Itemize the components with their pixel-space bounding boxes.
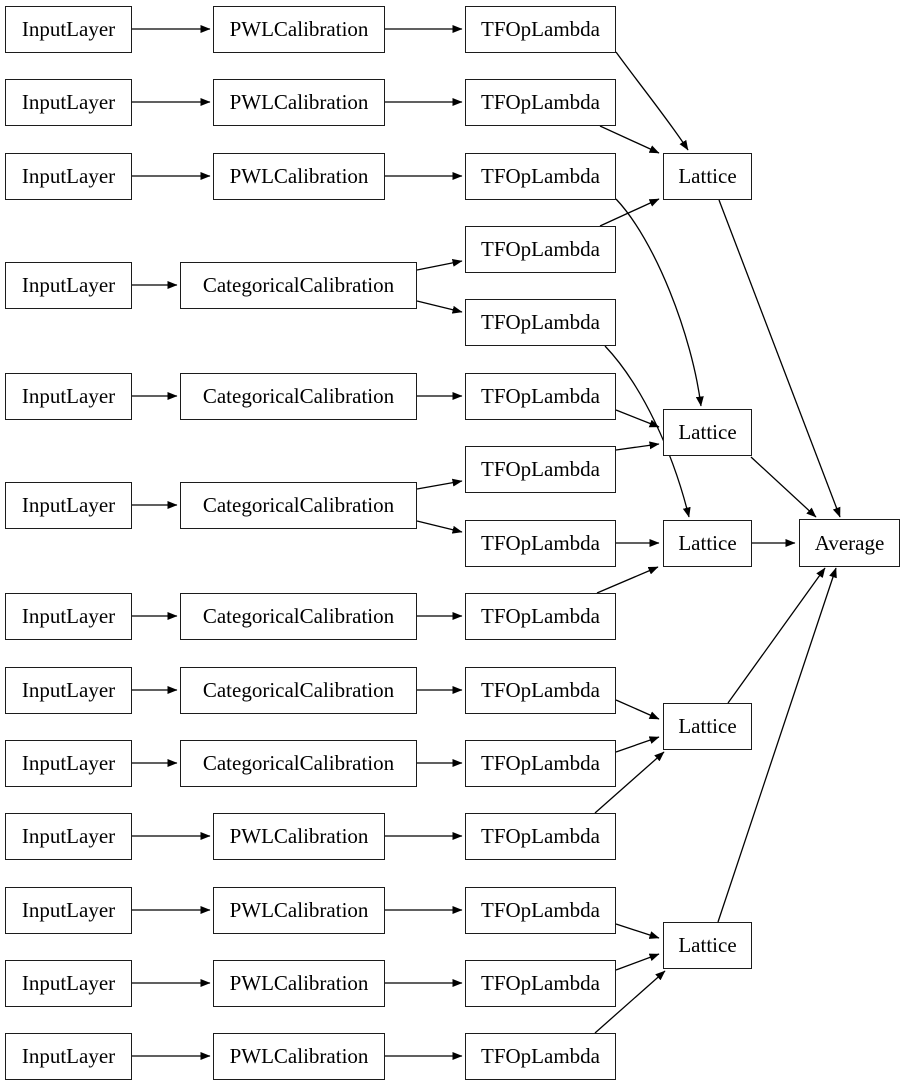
node-pwl2: PWLCalibration — [213, 79, 385, 126]
edge-tfl6-lat2 — [615, 409, 660, 428]
edge-cat4-tfl4 — [416, 258, 463, 271]
node-pwl1: PWLCalibration — [213, 6, 385, 53]
node-tfl2: TFOpLambda — [465, 79, 616, 126]
node-cat9: CategoricalCalibration — [180, 740, 417, 787]
node-il6: InputLayer — [5, 482, 132, 529]
node-tfl11: TFOpLambda — [465, 740, 616, 787]
node-il12: InputLayer — [5, 960, 132, 1007]
edge-tfl3-lat2 — [615, 198, 704, 407]
node-pwl10: PWLCalibration — [213, 813, 385, 860]
node-pwl11: PWLCalibration — [213, 887, 385, 934]
node-il9: InputLayer — [5, 740, 132, 787]
edge-lat2-avg — [750, 456, 817, 518]
edge-tfl14-lat5 — [615, 953, 660, 971]
node-tfl1: TFOpLambda — [465, 6, 616, 53]
node-il7: InputLayer — [5, 593, 132, 640]
node-tfl12: TFOpLambda — [465, 813, 616, 860]
edge-lat4-avg — [727, 567, 826, 704]
edge-tfl1-lat1 — [615, 51, 689, 151]
node-tfl10: TFOpLambda — [465, 667, 616, 714]
node-lat4: Lattice — [663, 703, 752, 750]
node-tfl3: TFOpLambda — [465, 153, 616, 200]
node-il13: InputLayer — [5, 1033, 132, 1080]
node-cat7: CategoricalCalibration — [180, 593, 417, 640]
node-il4: InputLayer — [5, 262, 132, 309]
node-tfl6: TFOpLambda — [465, 373, 616, 420]
edge-cat6-tfl8 — [416, 520, 463, 534]
node-cat4: CategoricalCalibration — [180, 262, 417, 309]
node-tfl5: TFOpLambda — [465, 299, 616, 346]
node-tfl13: TFOpLambda — [465, 887, 616, 934]
node-tfl14: TFOpLambda — [465, 960, 616, 1007]
node-il8: InputLayer — [5, 667, 132, 714]
node-cat6: CategoricalCalibration — [180, 482, 417, 529]
edge-tfl10-lat4 — [615, 699, 660, 720]
node-cat5: CategoricalCalibration — [180, 373, 417, 420]
node-tfl7: TFOpLambda — [465, 446, 616, 493]
node-lat5: Lattice — [663, 922, 752, 969]
node-tfl9: TFOpLambda — [465, 593, 616, 640]
node-pwl12: PWLCalibration — [213, 960, 385, 1007]
edge-tfl12-lat4 — [594, 751, 665, 814]
node-lat1: Lattice — [663, 153, 752, 200]
node-il2: InputLayer — [5, 79, 132, 126]
node-il10: InputLayer — [5, 813, 132, 860]
node-lat3: Lattice — [663, 520, 752, 567]
node-tfl15: TFOpLambda — [465, 1033, 616, 1080]
node-il3: InputLayer — [5, 153, 132, 200]
node-il11: InputLayer — [5, 887, 132, 934]
edge-tfl7-lat2 — [615, 441, 660, 451]
edge-tfl11-lat4 — [615, 736, 660, 753]
edge-lat1-avg — [718, 199, 841, 518]
edge-cat4-tfl5 — [416, 300, 463, 314]
node-tfl8: TFOpLambda — [465, 520, 616, 567]
edge-tfl13-lat5 — [615, 923, 660, 939]
node-pwl13: PWLCalibration — [213, 1033, 385, 1080]
node-pwl3: PWLCalibration — [213, 153, 385, 200]
edge-tfl9-lat3 — [596, 566, 659, 594]
node-lat2: Lattice — [663, 409, 752, 456]
node-il1: InputLayer — [5, 6, 132, 53]
edge-tfl4-lat1 — [599, 198, 660, 227]
node-il5: InputLayer — [5, 373, 132, 420]
edge-lat5-avg — [717, 567, 837, 923]
edge-tfl15-lat5 — [594, 970, 666, 1034]
node-tfl4: TFOpLambda — [465, 226, 616, 273]
edge-cat6-tfl7 — [416, 478, 463, 490]
node-avg: Average — [799, 519, 900, 567]
node-cat8: CategoricalCalibration — [180, 667, 417, 714]
edge-tfl2-lat1 — [599, 125, 660, 154]
edge-tfl5-lat3 — [604, 345, 691, 518]
